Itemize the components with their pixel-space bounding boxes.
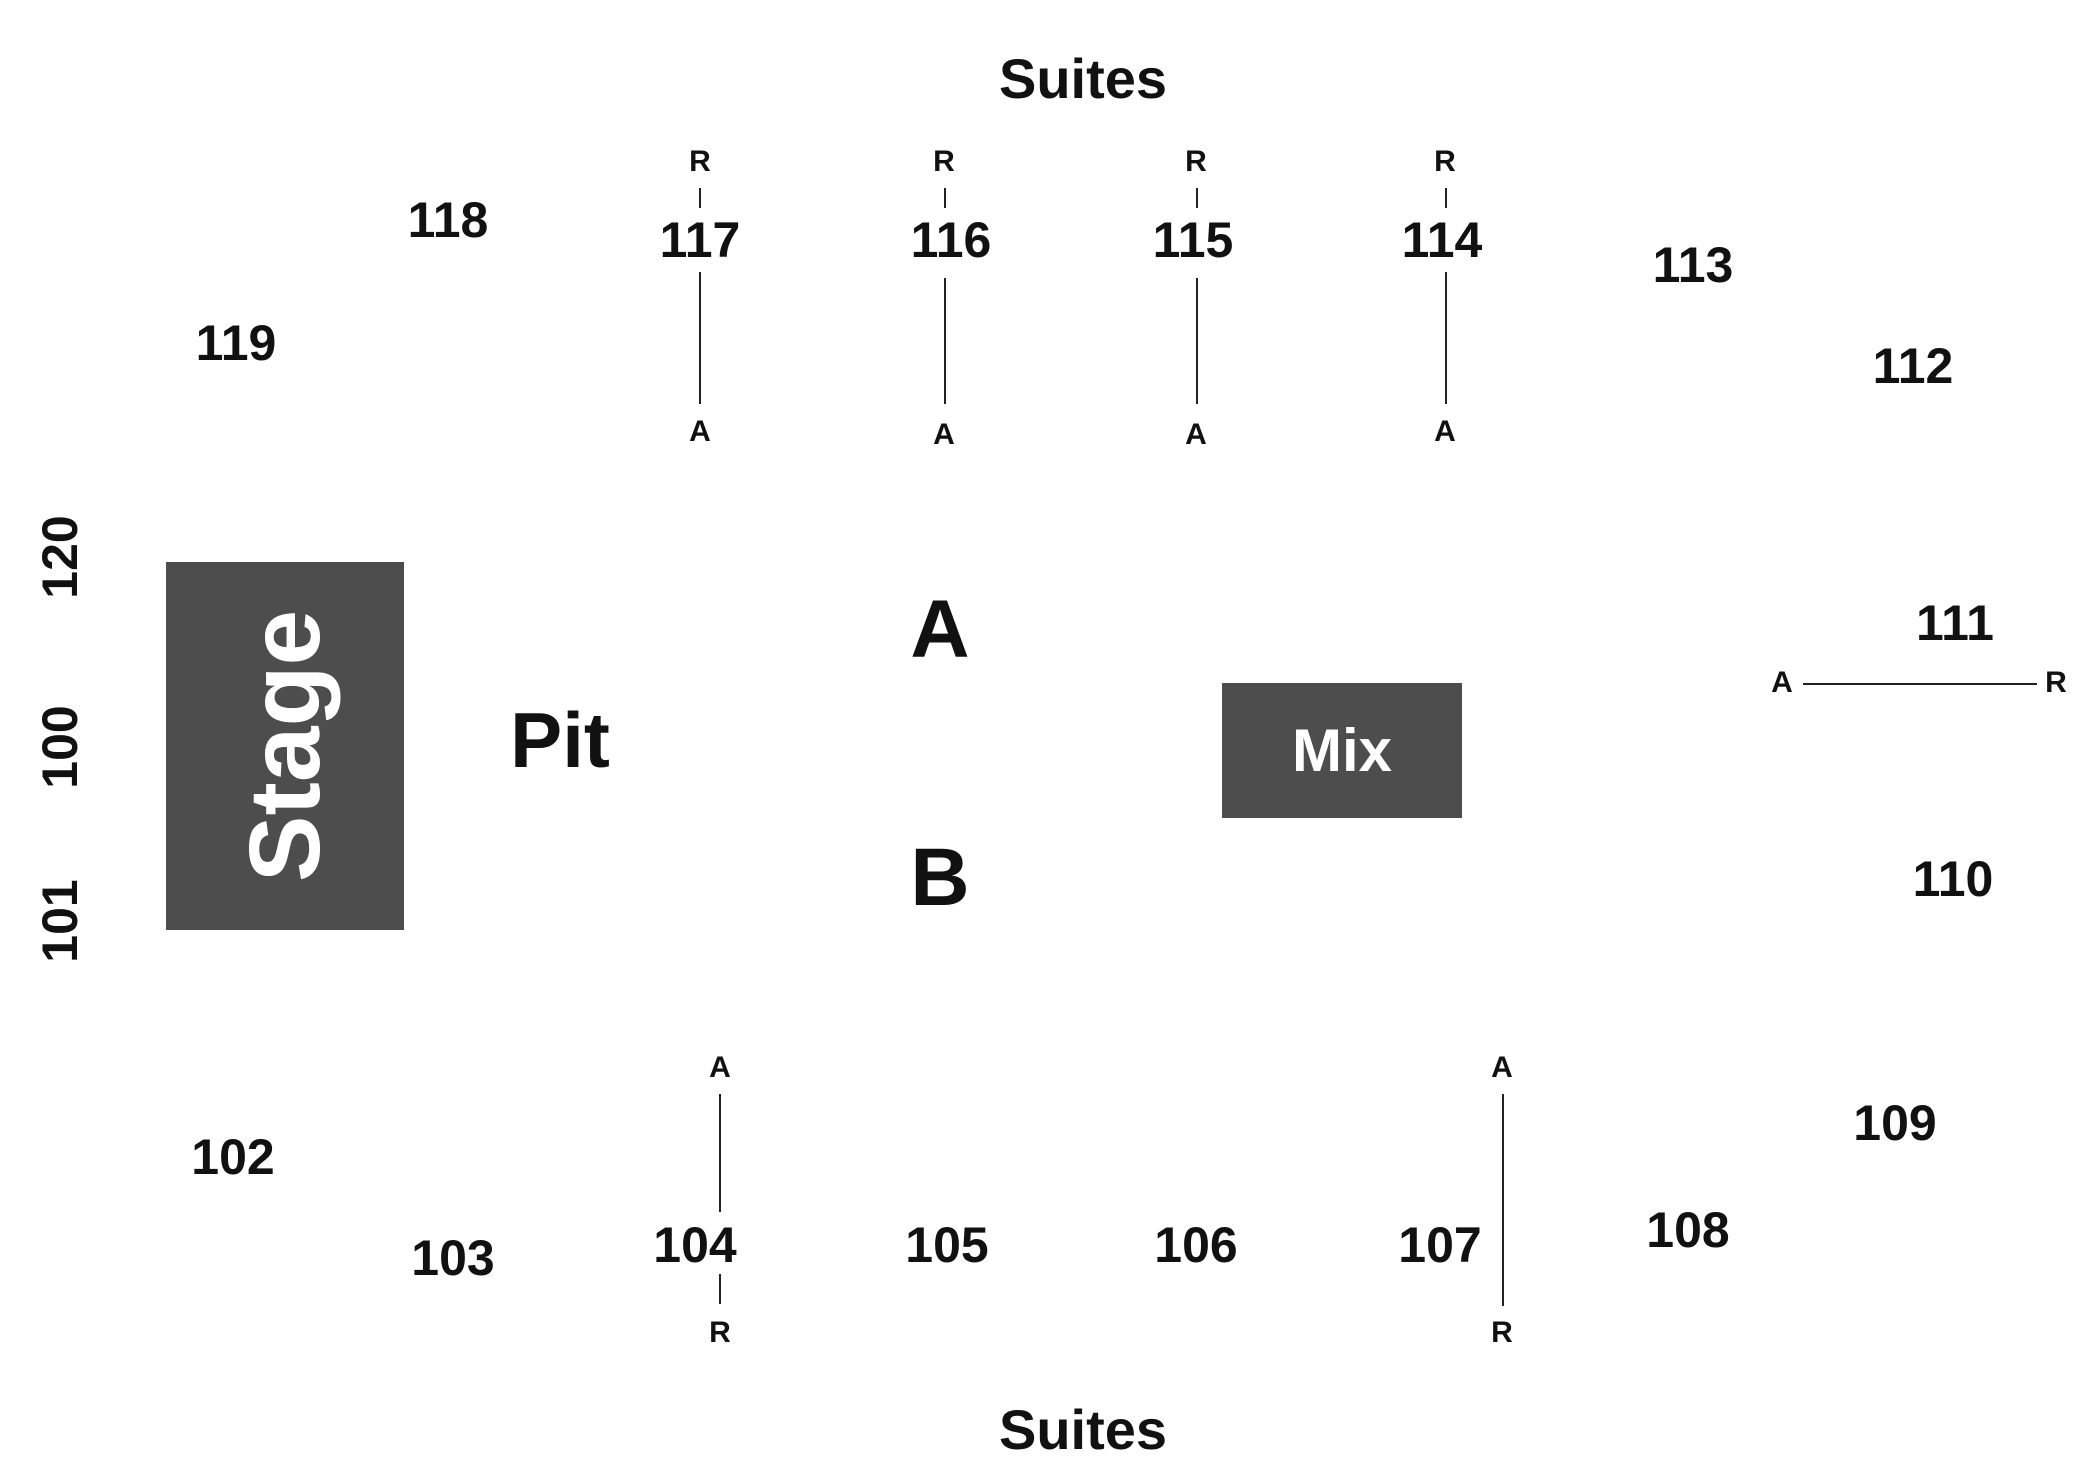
- row-r-116: R: [933, 145, 955, 178]
- row-r-107: R: [1491, 1316, 1513, 1349]
- row-a-114: A: [1434, 415, 1456, 448]
- row-line-117: [699, 272, 701, 404]
- section-100[interactable]: 100: [32, 705, 88, 789]
- mix-label: Mix: [1291, 716, 1393, 784]
- row-line-107: [1502, 1094, 1504, 1306]
- row-line-114-top: [1445, 188, 1447, 208]
- row-line-116-top: [944, 188, 946, 208]
- section-109[interactable]: 109: [1853, 1095, 1937, 1151]
- section-110[interactable]: 110: [1912, 851, 1994, 907]
- section-112[interactable]: 112: [1872, 338, 1954, 394]
- section-103[interactable]: 103: [411, 1230, 495, 1286]
- suites-top-label: Suites: [998, 47, 1168, 110]
- section-114[interactable]: 114: [1401, 212, 1483, 268]
- section-108[interactable]: 108: [1646, 1202, 1730, 1258]
- row-line-117-top: [699, 188, 701, 208]
- row-line-104-bottom: [719, 1274, 721, 1304]
- section-101[interactable]: 101: [32, 879, 88, 963]
- section-113[interactable]: 113: [1652, 237, 1734, 293]
- row-line-114: [1445, 272, 1447, 404]
- section-120[interactable]: 120: [32, 515, 88, 599]
- row-r-117: R: [689, 145, 711, 178]
- row-line-115-top: [1196, 188, 1198, 208]
- row-r-104: R: [709, 1316, 731, 1349]
- stage[interactable]: Stage: [166, 562, 404, 930]
- section-105[interactable]: 105: [905, 1217, 989, 1273]
- floor-section-a[interactable]: A: [910, 584, 970, 675]
- row-line-115: [1196, 278, 1198, 404]
- floor-section-b[interactable]: B: [910, 832, 970, 923]
- row-line-116: [944, 278, 946, 404]
- section-107[interactable]: 107: [1398, 1217, 1482, 1273]
- row-a-107: A: [1491, 1051, 1513, 1084]
- row-a-111: A: [1771, 666, 1793, 699]
- section-104[interactable]: 104: [653, 1217, 737, 1273]
- row-line-111: [1803, 683, 2037, 685]
- row-a-116: A: [933, 418, 955, 451]
- section-118[interactable]: 118: [407, 192, 489, 248]
- section-117[interactable]: 117: [659, 212, 741, 268]
- section-119[interactable]: 119: [195, 315, 277, 371]
- section-106[interactable]: 106: [1154, 1217, 1238, 1273]
- section-111[interactable]: 111: [1916, 595, 1994, 651]
- section-115[interactable]: 115: [1152, 212, 1234, 268]
- suites-bottom-label: Suites: [998, 1398, 1168, 1461]
- row-a-104: A: [709, 1051, 731, 1084]
- mix-position: Mix: [1222, 683, 1462, 818]
- section-102[interactable]: 102: [191, 1129, 275, 1185]
- floor-pit[interactable]: Pit: [510, 696, 610, 784]
- section-116[interactable]: 116: [910, 212, 992, 268]
- row-line-104: [719, 1094, 721, 1212]
- row-r-114: R: [1434, 145, 1456, 178]
- row-r-111: R: [2045, 666, 2067, 699]
- row-a-117: A: [689, 415, 711, 448]
- stage-label: Stage: [229, 609, 341, 883]
- row-a-115: A: [1185, 418, 1207, 451]
- row-r-115: R: [1185, 145, 1207, 178]
